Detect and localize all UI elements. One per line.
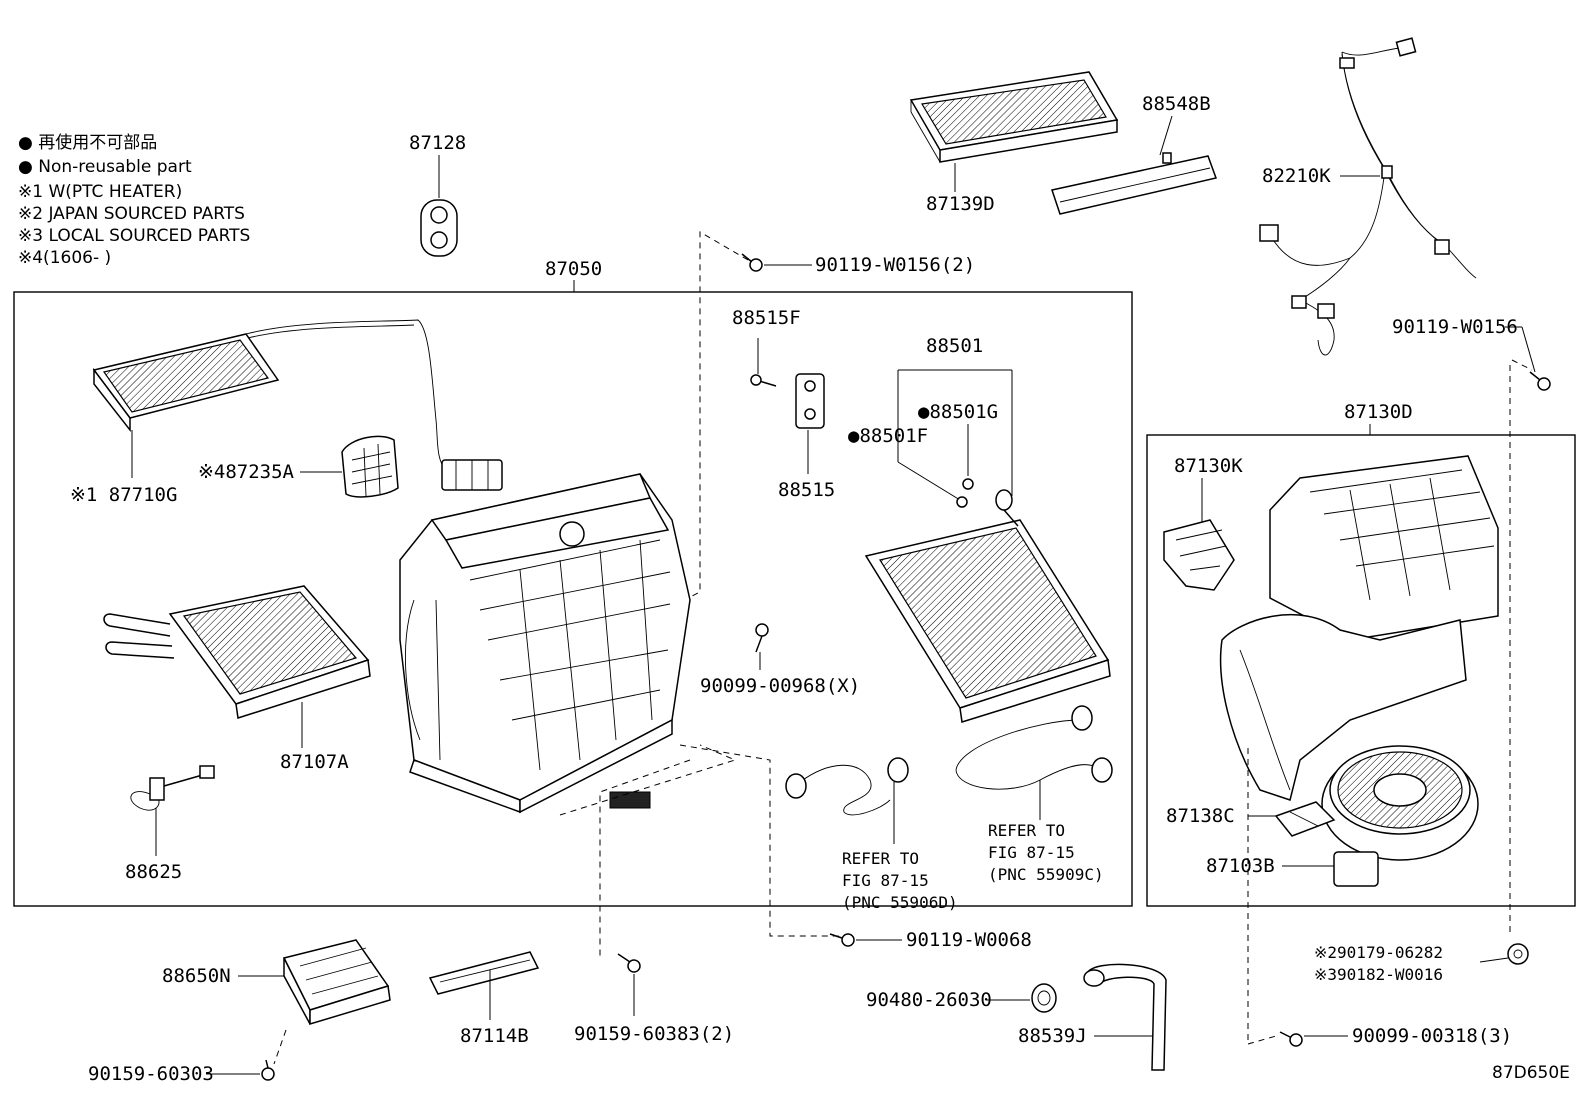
label-82210K: 82210K — [1262, 165, 1331, 187]
legend-jp: ● 再使用不可部品 — [18, 132, 157, 153]
part-bolt-90159-60303[interactable] — [261, 1059, 275, 1081]
part-87107A-heater-core[interactable] — [103, 585, 371, 719]
label-90159-60383: 90159-60383(2) — [574, 1023, 734, 1045]
part-88515-expansion-valve[interactable] — [795, 373, 825, 429]
part-87235A-bracket[interactable] — [341, 435, 399, 498]
part-82210K-wire-harness[interactable] — [1259, 37, 1477, 356]
legend-note2: ※2 JAPAN SOURCED PARTS — [18, 204, 245, 224]
part-o-ring-88501G[interactable] — [962, 478, 974, 490]
part-clip-90179-06282[interactable] — [1507, 943, 1529, 965]
label-87130D: 87130D — [1344, 401, 1413, 423]
label-88501: 88501 — [926, 335, 983, 357]
label-90179-06282: ※290179-06282 — [1314, 943, 1443, 962]
part-bolt-90119-W0156-2[interactable] — [741, 253, 763, 272]
label-90099-00318: 90099-00318(3) — [1352, 1025, 1512, 1047]
refer2-line3: (PNC 55909C) — [988, 865, 1104, 884]
legend-note1: ※1 W(PTC HEATER) — [18, 182, 182, 202]
legend-note4: ※4(1606- ) — [18, 248, 111, 268]
label-88539J: 88539J — [1018, 1025, 1087, 1047]
refer1-line1: REFER TO — [842, 849, 919, 868]
part-sensor-55906D[interactable] — [785, 757, 909, 816]
part-88539J-drain-hose[interactable] — [1083, 963, 1167, 1071]
label-87138C: 87138C — [1166, 805, 1235, 827]
legend-note3: ※3 LOCAL SOURCED PARTS — [18, 226, 250, 246]
legend-en: ● Non-reusable part — [18, 157, 192, 177]
part-bolt-90119-W0068[interactable] — [829, 933, 855, 947]
legend: ● 再使用不可部品 ● Non-reusable part ※1 W(PTC H… — [18, 132, 250, 268]
label-90480-26030: 90480-26030 — [866, 989, 992, 1011]
label-87114B: 87114B — [460, 1025, 529, 1047]
label-88548B: 88548B — [1142, 93, 1211, 115]
part-87130D-blower-case[interactable] — [1219, 455, 1499, 801]
part-88625-sensor[interactable] — [130, 765, 215, 811]
figure-code: 87D650E — [1492, 1063, 1570, 1083]
part-o-ring-88501F[interactable] — [956, 496, 968, 508]
refer1-line2: FIG 87-15 — [842, 871, 929, 890]
part-bolt-90099-00968[interactable] — [755, 623, 769, 653]
label-87050: 87050 — [545, 258, 602, 280]
part-bolt-88515F[interactable] — [750, 374, 777, 387]
refer2-line1: REFER TO — [988, 821, 1065, 840]
label-87710G: ※1 87710G — [70, 484, 177, 506]
label-88501F: ●88501F — [848, 425, 928, 447]
part-87103B-blower-motor[interactable] — [1321, 745, 1479, 887]
part-bolt-90159-60383[interactable] — [617, 953, 641, 973]
label-88625: 88625 — [125, 861, 182, 883]
part-grommet-90480-26030[interactable] — [1031, 983, 1057, 1013]
label-87139D: 87139D — [926, 193, 995, 215]
label-90099-00968: 90099-00968(X) — [700, 675, 860, 697]
part-87114B-duct[interactable] — [428, 951, 540, 995]
part-88501-evaporator[interactable] — [864, 489, 1111, 723]
part-87710G-ptc-heater[interactable] — [92, 319, 503, 491]
part-87138C-resistor[interactable] — [1274, 801, 1336, 837]
part-88650N-ecu[interactable] — [282, 939, 391, 1026]
label-87130K: 87130K — [1174, 455, 1243, 477]
label-88650N: 88650N — [162, 965, 231, 987]
label-90159-60303: 90159-60303 — [88, 1063, 214, 1085]
label-88501G: ●88501G — [918, 401, 998, 423]
frame-87130D — [1146, 434, 1576, 907]
label-90119-W0068: 90119-W0068 — [906, 929, 1032, 951]
part-sensor-55909C[interactable] — [955, 705, 1113, 790]
label-88515F: 88515F — [732, 307, 801, 329]
label-87235A: ※487235A — [198, 461, 295, 483]
label-88515: 88515 — [778, 479, 835, 501]
part-87130K-servo[interactable] — [1163, 519, 1235, 591]
label-87103B: 87103B — [1206, 855, 1275, 877]
label-90182-W0016: ※390182-W0016 — [1314, 965, 1443, 984]
refer1-line3: (PNC 55906D) — [842, 893, 958, 912]
label-90119-W0156-2: 90119-W0156(2) — [815, 254, 975, 276]
label-87107A: 87107A — [280, 751, 349, 773]
part-87139D-air-filter[interactable] — [909, 71, 1119, 163]
part-87128-grommet[interactable] — [420, 199, 458, 257]
frame-87050 — [13, 291, 1133, 907]
part-87050-heater-unit[interactable] — [399, 473, 691, 814]
refer2-line2: FIG 87-15 — [988, 843, 1075, 862]
label-87128: 87128 — [409, 132, 466, 154]
part-bolt-90119-W0156[interactable] — [1529, 371, 1551, 391]
label-90119-W0156: 90119-W0156 — [1392, 316, 1518, 338]
part-bolt-90099-00318[interactable] — [1279, 1031, 1303, 1047]
part-88548B-filter-cover[interactable] — [1051, 152, 1217, 215]
